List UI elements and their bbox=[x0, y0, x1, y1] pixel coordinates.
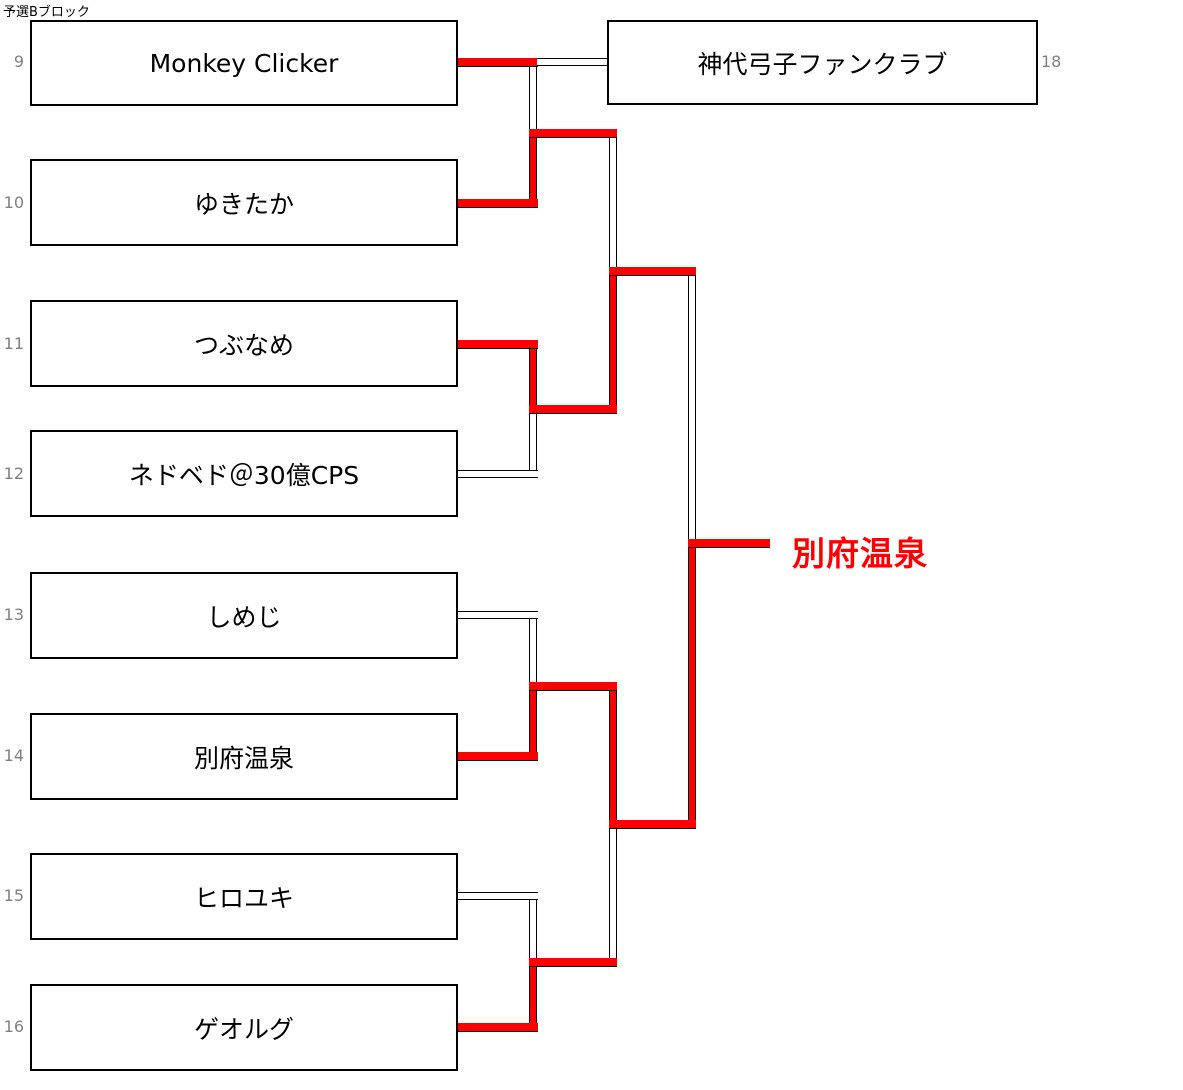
connector-final-bottom bbox=[688, 543, 696, 824]
line-champion bbox=[688, 539, 770, 548]
line-entrant-11 bbox=[458, 340, 538, 349]
entrant-box-11: つぶなめ bbox=[30, 300, 458, 387]
seed-label-13: 13 bbox=[3, 605, 24, 624]
line-r1-match4-winner bbox=[529, 958, 617, 967]
seed-label-10: 10 bbox=[3, 193, 24, 212]
connector-r1-match1-bottom bbox=[529, 133, 537, 203]
connector-r1-match1-top bbox=[529, 62, 537, 133]
line-entrant-18 bbox=[537, 58, 608, 66]
seed-label-18: 18 bbox=[1041, 52, 1062, 71]
seed-label-9: 9 bbox=[13, 52, 24, 71]
entrant-name: 別府温泉 bbox=[193, 743, 294, 773]
entrant-name: ヒロユキ bbox=[193, 883, 294, 913]
line-r1-match2-winner bbox=[529, 405, 617, 414]
line-r1-match3-winner bbox=[529, 682, 617, 691]
entrant-box-9: Monkey Clicker bbox=[30, 20, 458, 106]
entrant-name: 神代弓子ファンクラブ bbox=[697, 49, 948, 79]
entrant-name: ゆきたか bbox=[193, 189, 294, 219]
connector-r1-match4-top bbox=[529, 896, 537, 962]
entrant-box-15: ヒロユキ bbox=[30, 853, 458, 940]
connector-sf2-top bbox=[609, 686, 617, 824]
connector-sf2-bottom bbox=[609, 824, 617, 962]
seed-label-14: 14 bbox=[3, 746, 24, 765]
entrant-box-13: しめじ bbox=[30, 572, 458, 659]
connector-r1-match3-bottom bbox=[529, 686, 537, 756]
line-sf1-winner bbox=[609, 267, 696, 276]
connector-r1-match3-top bbox=[529, 615, 537, 686]
entrant-name: しめじ bbox=[206, 602, 282, 632]
entrant-box-14: 別府温泉 bbox=[30, 713, 458, 800]
line-entrant-16 bbox=[458, 1023, 538, 1032]
entrant-box-10: ゆきたか bbox=[30, 159, 458, 246]
connector-r1-match2-bottom bbox=[529, 409, 537, 474]
connector-r1-match2-top bbox=[529, 344, 537, 409]
seed-label-16: 16 bbox=[3, 1017, 24, 1036]
entrant-box-16: ゲオルグ bbox=[30, 984, 458, 1071]
entrant-name: ネドベド＠30億CPS bbox=[128, 460, 360, 490]
entrant-name: Monkey Clicker bbox=[149, 48, 339, 78]
line-entrant-14 bbox=[458, 752, 538, 761]
line-entrant-9 bbox=[458, 58, 538, 67]
line-entrant-13 bbox=[458, 611, 538, 619]
entrant-name: ゲオルグ bbox=[193, 1014, 294, 1044]
seed-label-15: 15 bbox=[3, 886, 24, 905]
line-sf2-winner bbox=[609, 820, 696, 829]
entrant-name: つぶなめ bbox=[193, 330, 294, 360]
seed-label-11: 11 bbox=[3, 334, 24, 353]
bracket-title: 予選Bブロック bbox=[3, 5, 90, 20]
line-r1-match1-winner bbox=[529, 129, 617, 138]
line-entrant-12 bbox=[458, 470, 538, 478]
connector-sf1-top bbox=[609, 133, 617, 271]
line-entrant-10 bbox=[458, 199, 538, 208]
entrant-box-12: ネドベド＠30億CPS bbox=[30, 430, 458, 517]
connector-r1-match4-bottom bbox=[529, 962, 537, 1027]
connector-final-top bbox=[688, 271, 696, 543]
entrant-box-18: 神代弓子ファンクラブ bbox=[607, 20, 1038, 105]
line-entrant-15 bbox=[458, 892, 538, 900]
seed-label-12: 12 bbox=[3, 464, 24, 483]
champion-label: 別府温泉 bbox=[792, 534, 928, 573]
connector-sf1-bottom bbox=[609, 271, 617, 409]
